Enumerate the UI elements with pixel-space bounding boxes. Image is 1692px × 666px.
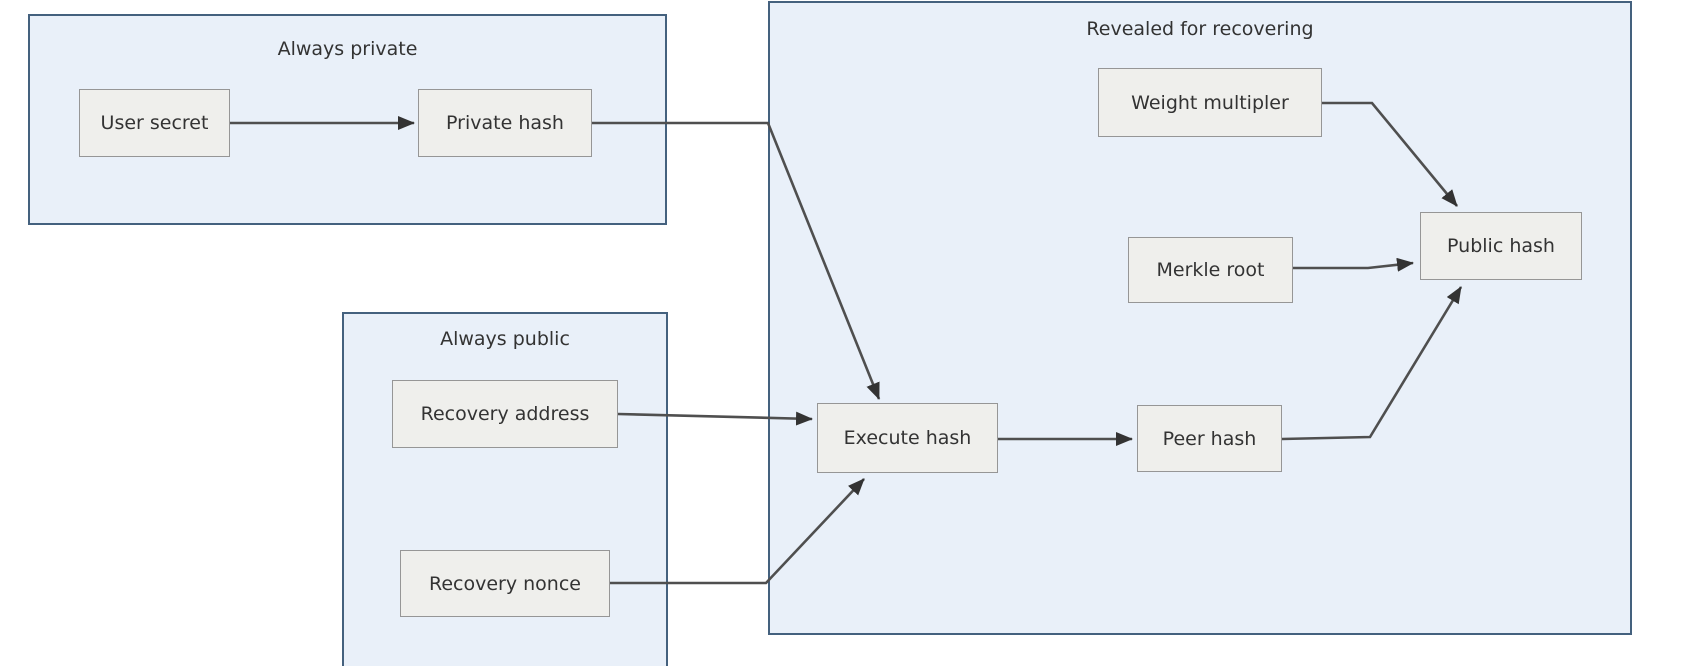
node-execute-hash-label: Execute hash <box>843 427 972 449</box>
node-weight-multipler: Weight multipler <box>1098 68 1322 137</box>
group-always-private-title: Always private <box>277 38 418 60</box>
node-merkle-root: Merkle root <box>1128 237 1293 303</box>
node-peer-hash: Peer hash <box>1137 405 1282 472</box>
node-recovery-nonce-label: Recovery nonce <box>429 572 581 595</box>
node-recovery-nonce: Recovery nonce <box>400 550 610 617</box>
node-execute-hash: Execute hash <box>817 403 998 473</box>
node-weight-multipler-label: Weight multipler <box>1131 91 1289 114</box>
node-peer-hash-label: Peer hash <box>1162 427 1257 450</box>
group-revealed-for-recovering-title: Revealed for recovering <box>1086 18 1314 40</box>
node-public-hash: Public hash <box>1420 212 1582 280</box>
node-user-secret: User secret <box>79 89 230 157</box>
node-recovery-address: Recovery address <box>392 380 618 448</box>
node-public-hash-label: Public hash <box>1447 235 1555 257</box>
node-user-secret-label: User secret <box>100 112 209 134</box>
node-recovery-address-label: Recovery address <box>420 403 590 425</box>
node-merkle-root-label: Merkle root <box>1156 259 1265 281</box>
node-private-hash: Private hash <box>418 89 592 157</box>
node-private-hash-label: Private hash <box>446 112 564 134</box>
group-always-public-title: Always public <box>440 328 570 350</box>
